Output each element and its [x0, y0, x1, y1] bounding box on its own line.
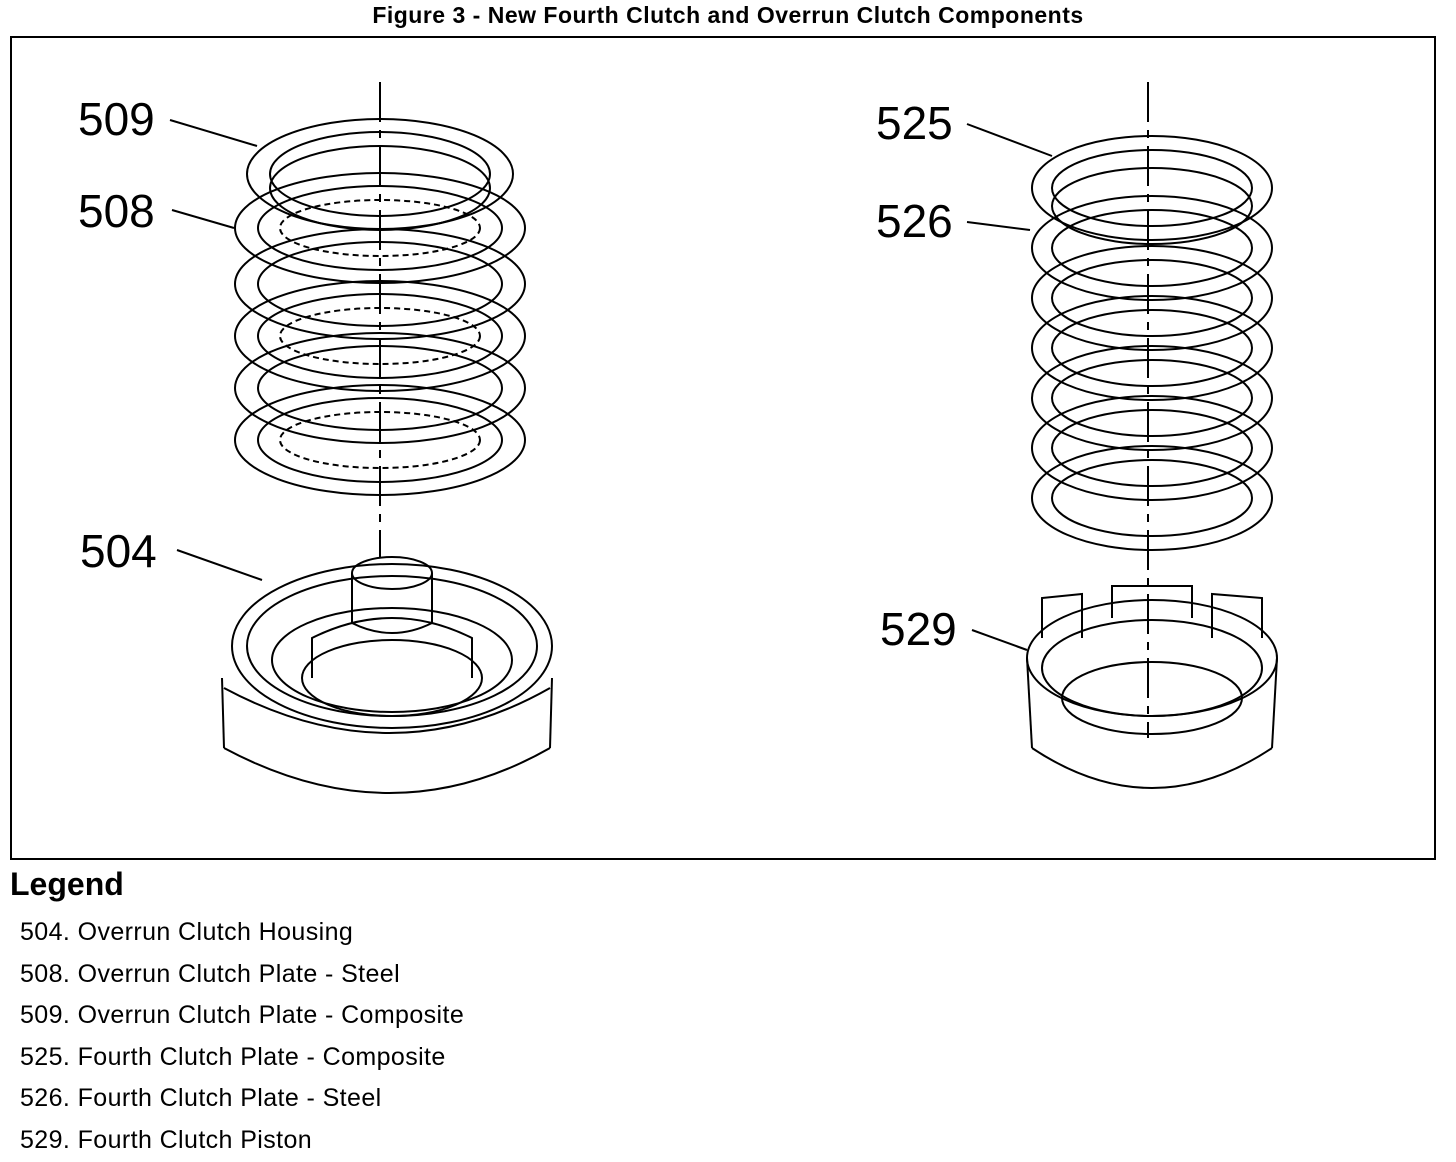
legend-heading: Legend [10, 866, 124, 902]
legend-list: 504. Overrun Clutch Housing 508. Overrun… [20, 912, 464, 1162]
leader-508 [171, 209, 235, 229]
leader-525 [966, 123, 1053, 157]
legend-item: 508. Overrun Clutch Plate - Steel [20, 959, 401, 988]
exploded-view [169, 82, 1278, 794]
legend-item: 504. Overrun Clutch Housing [20, 918, 354, 946]
figure-title: Figure 3 - New Fourth Clutch and Overrun… [372, 2, 1084, 28]
fourth-clutch-piston [1026, 585, 1278, 789]
legend-item: 529. Fourth Clutch Piston [20, 1125, 313, 1154]
leader-504 [176, 549, 263, 581]
fourth-clutch-plates [1031, 135, 1273, 551]
diagram-frame: 509 508 504 525 526 529 [10, 36, 1436, 860]
callout-525: 525 [876, 97, 953, 149]
legend-item: 525. Fourth Clutch Plate - Composite [20, 1042, 446, 1071]
leader-526 [966, 221, 1031, 231]
leader-529 [971, 629, 1028, 651]
overrun-clutch-housing [221, 556, 553, 794]
callout-504: 504 [80, 525, 157, 577]
legend-item: 509. Overrun Clutch Plate - Composite [20, 1001, 465, 1030]
leader-509 [169, 119, 258, 147]
callout-508: 508 [78, 185, 155, 237]
overrun-clutch-plates [234, 118, 526, 496]
callout-529: 529 [880, 603, 957, 655]
callout-509: 509 [78, 93, 155, 145]
callout-526: 526 [876, 195, 953, 247]
legend-item: 526. Fourth Clutch Plate - Steel [20, 1084, 382, 1113]
